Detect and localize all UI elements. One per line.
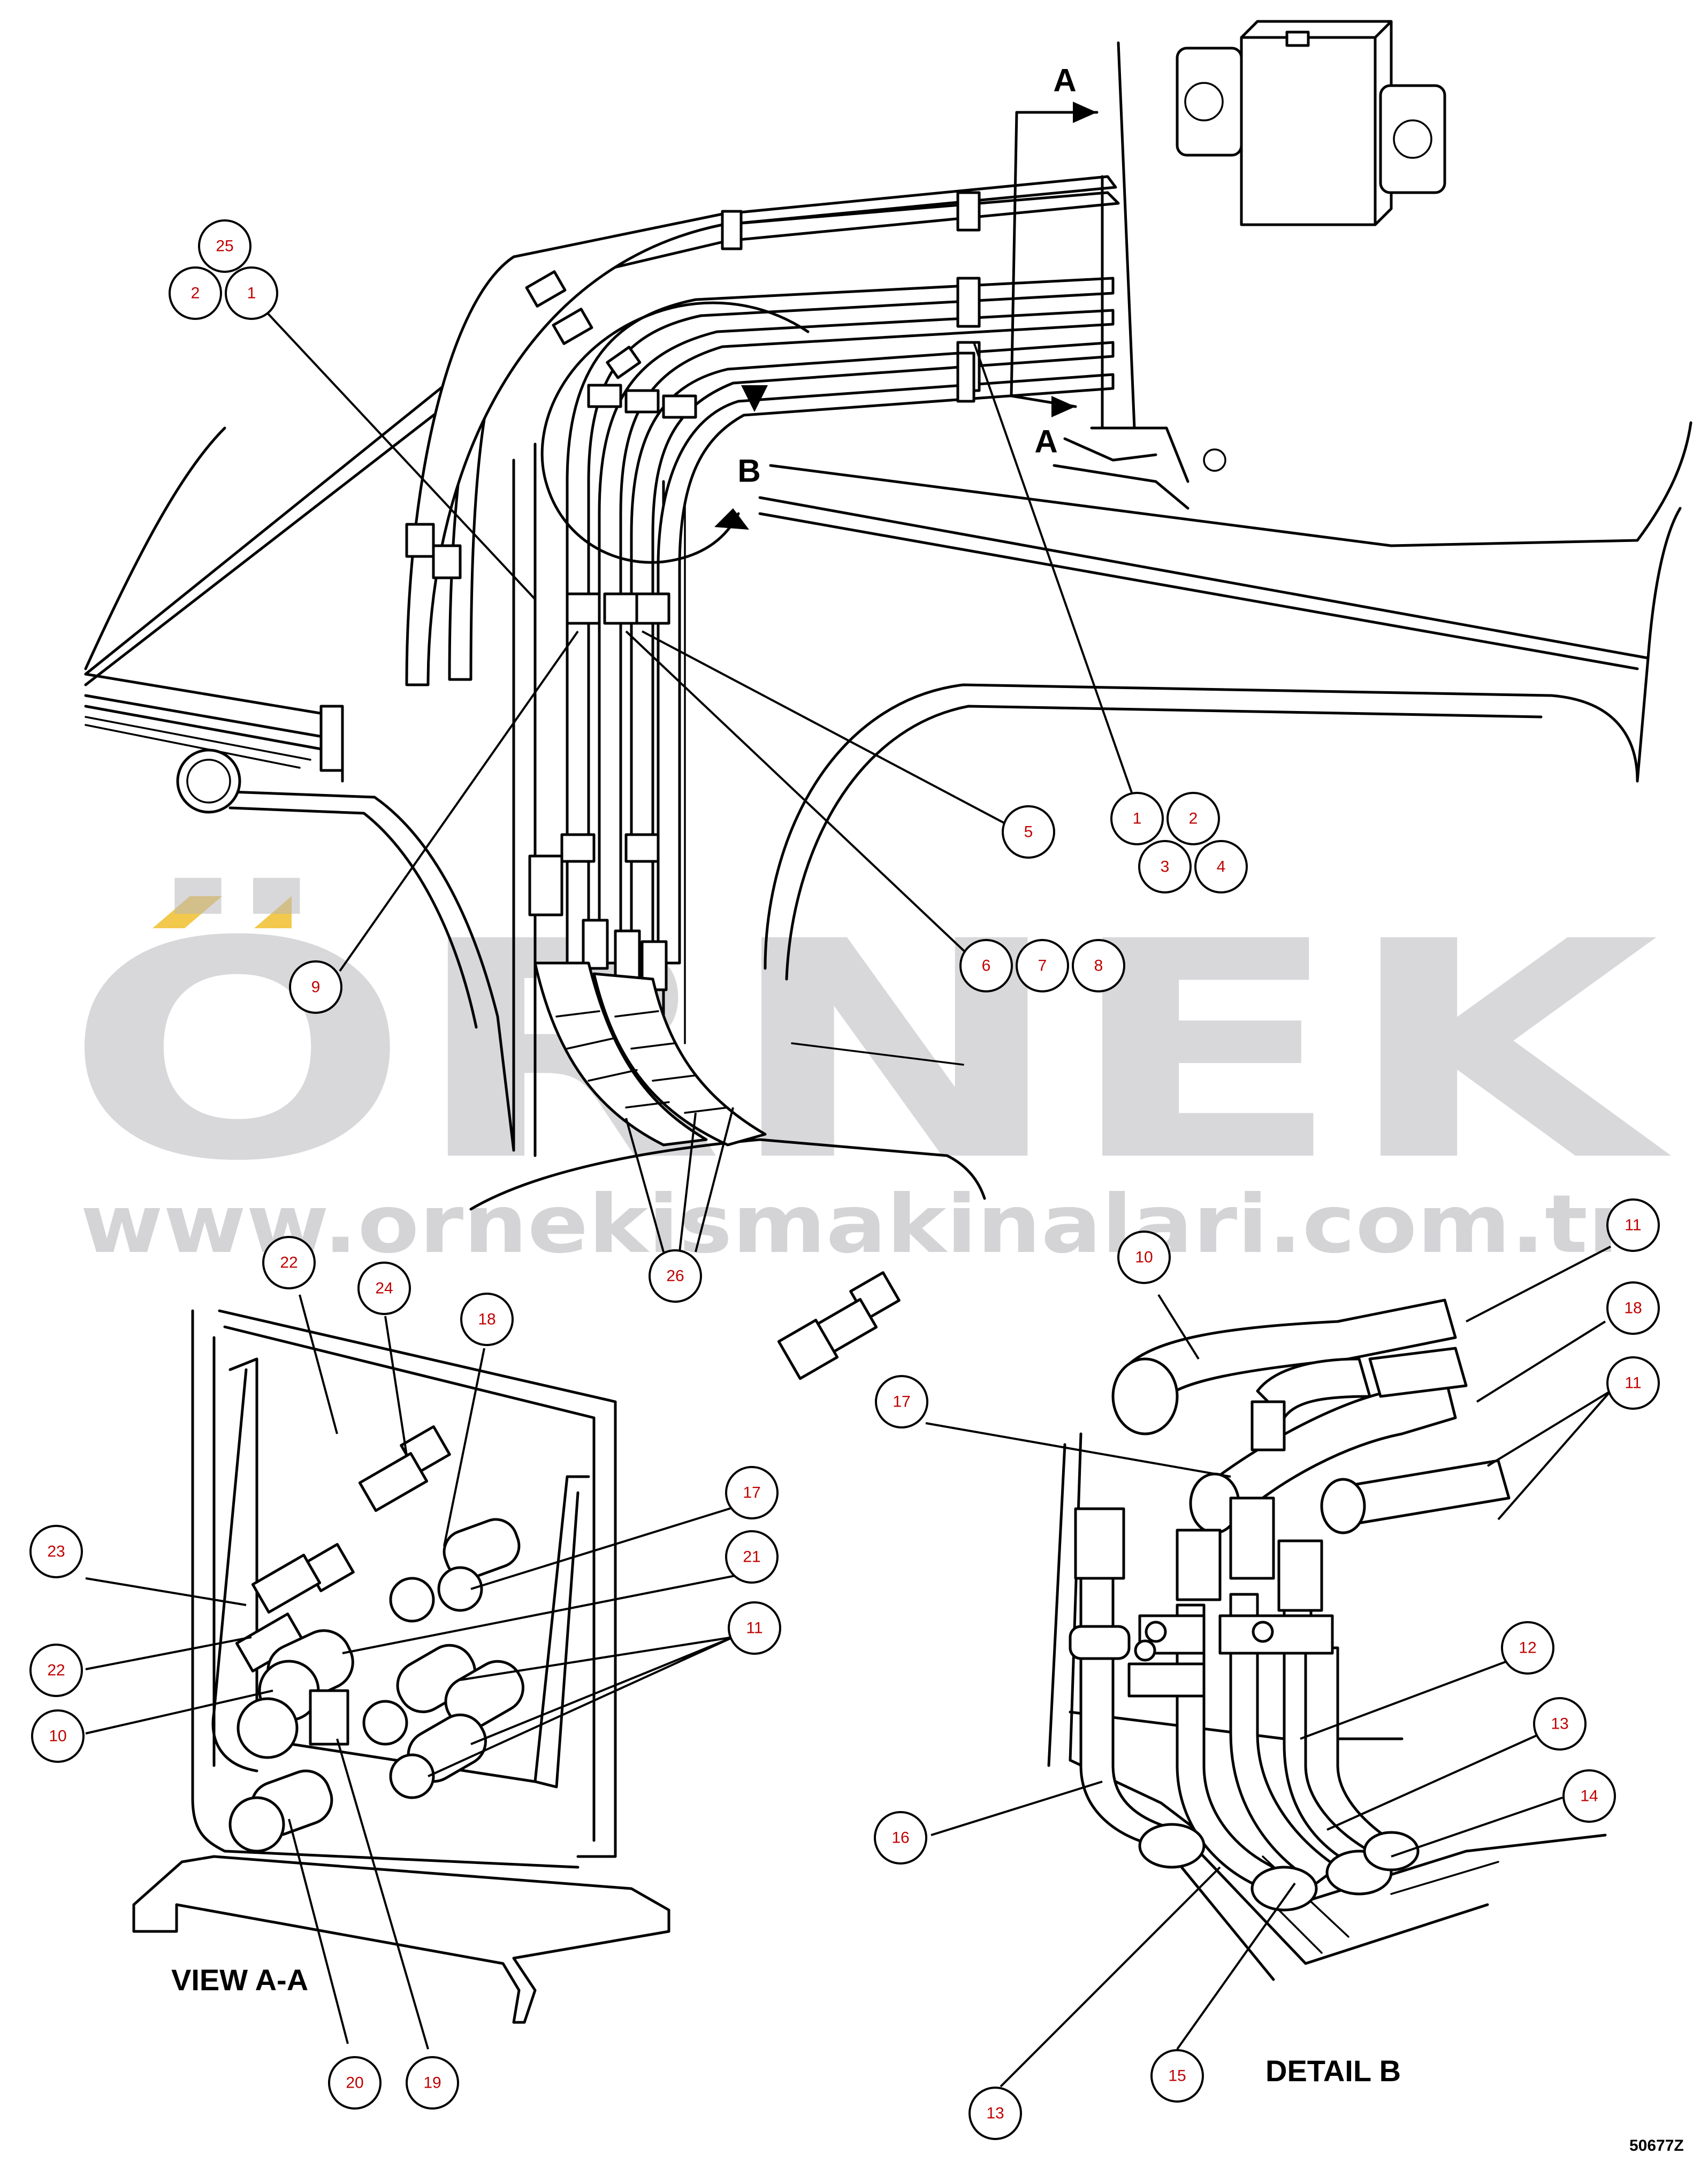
callout-2: 2 — [1166, 792, 1220, 845]
svg-text:10: 10 — [1135, 1249, 1153, 1266]
svg-text:18: 18 — [1624, 1300, 1642, 1317]
callout-16: 16 — [874, 1811, 927, 1865]
callout-18: 18 — [1606, 1281, 1660, 1335]
svg-text:11: 11 — [1625, 1374, 1641, 1392]
cap-11 — [362, 1644, 524, 1799]
callout-25: 25 — [198, 219, 251, 273]
svg-text:22: 22 — [280, 1254, 298, 1272]
svg-text:10: 10 — [49, 1728, 66, 1745]
callout-13: 13 — [1533, 1697, 1587, 1751]
svg-text:23: 23 — [47, 1543, 65, 1561]
svg-text:11: 11 — [746, 1619, 762, 1637]
section-label-a-top: A — [1053, 63, 1076, 98]
callout-21: 21 — [725, 1530, 779, 1584]
svg-text:8: 8 — [1094, 957, 1103, 975]
callout-22: 22 — [262, 1236, 316, 1289]
svg-text:22: 22 — [47, 1662, 65, 1679]
callout-11: 11 — [1606, 1198, 1660, 1252]
svg-text:17: 17 — [893, 1393, 910, 1411]
cap-20 — [228, 1689, 349, 1853]
svg-text:17: 17 — [743, 1484, 760, 1502]
callout-1: 1 — [1110, 792, 1164, 845]
callout-14: 14 — [1562, 1769, 1616, 1823]
callout-10: 10 — [31, 1709, 85, 1763]
callout-17: 17 — [875, 1375, 928, 1428]
callouts: 25 2 1 1 2 3 4 5 6 7 8 9 26 22 24 18 17 … — [29, 219, 1660, 2140]
svg-text:9: 9 — [311, 979, 321, 996]
svg-text:20: 20 — [346, 2074, 363, 2092]
svg-text:24: 24 — [375, 1280, 393, 1297]
callout-2: 2 — [169, 266, 222, 320]
caption-view-aa: VIEW A-A — [171, 1963, 308, 1997]
callout-15: 15 — [1150, 2049, 1204, 2103]
callout-13: 13 — [969, 2087, 1022, 2140]
callout-3: 3 — [1138, 840, 1192, 893]
callout-17: 17 — [725, 1466, 779, 1519]
svg-text:11: 11 — [1625, 1217, 1641, 1234]
watermark: ÖRNEK www.ornekismakinalari.com.tr — [64, 875, 1674, 1271]
callout-20: 20 — [328, 2056, 382, 2110]
callout-26: 26 — [649, 1249, 702, 1303]
svg-text:1: 1 — [247, 285, 256, 302]
callout-12: 12 — [1501, 1621, 1554, 1675]
svg-text:1: 1 — [1133, 810, 1142, 828]
callout-18: 18 — [460, 1293, 514, 1346]
svg-text:12: 12 — [1519, 1639, 1536, 1657]
drawing-number: 50677Z — [1629, 2137, 1684, 2155]
svg-text:3: 3 — [1161, 858, 1170, 876]
watermark-name: ÖRNEK — [64, 875, 1674, 1227]
callout-6: 6 — [959, 939, 1013, 992]
caption-detail-b: DETAIL B — [1265, 2054, 1401, 2088]
svg-text:4: 4 — [1217, 858, 1226, 876]
callout-22: 22 — [29, 1644, 83, 1697]
callout-5: 5 — [1002, 805, 1055, 859]
svg-text:13: 13 — [986, 2105, 1004, 2122]
callout-11: 11 — [1606, 1356, 1660, 1410]
watermark-accent-right — [254, 896, 292, 928]
section-label-a-bottom: A — [1034, 424, 1057, 460]
callout-23: 23 — [29, 1525, 83, 1578]
cap-18 — [389, 1518, 521, 1623]
detail-b — [1047, 1298, 1607, 1981]
callout-10: 10 — [1117, 1231, 1171, 1284]
callout-7: 7 — [1016, 939, 1069, 992]
svg-text:19: 19 — [423, 2074, 441, 2092]
main-view: A A B — [84, 20, 1692, 1211]
svg-text:2: 2 — [1189, 810, 1198, 828]
leader-lines — [85, 309, 1612, 2088]
svg-text:16: 16 — [891, 1829, 909, 1847]
svg-text:21: 21 — [743, 1548, 760, 1566]
watermark-accent-left — [152, 896, 222, 928]
callout-19: 19 — [406, 2056, 459, 2110]
svg-text:13: 13 — [1551, 1715, 1568, 1733]
svg-text:26: 26 — [666, 1267, 684, 1285]
callout-11: 11 — [728, 1601, 781, 1655]
svg-text:7: 7 — [1038, 957, 1047, 975]
svg-text:18: 18 — [478, 1311, 495, 1328]
svg-text:2: 2 — [191, 285, 200, 302]
svg-text:25: 25 — [216, 238, 233, 255]
cap-10 — [237, 1629, 354, 1759]
section-label-b: B — [737, 453, 760, 489]
svg-text:6: 6 — [982, 957, 991, 975]
callout-24: 24 — [357, 1262, 411, 1315]
callout-4: 4 — [1194, 840, 1248, 893]
watermark-url: www.ornekismakinalari.com.tr — [80, 1178, 1632, 1271]
view-a-a — [132, 1271, 901, 2024]
callout-9: 9 — [289, 960, 342, 1014]
svg-text:15: 15 — [1168, 2067, 1186, 2085]
callout-1: 1 — [225, 266, 278, 320]
callout-8: 8 — [1072, 939, 1125, 992]
svg-text:5: 5 — [1024, 823, 1033, 841]
svg-text:14: 14 — [1580, 1787, 1598, 1805]
